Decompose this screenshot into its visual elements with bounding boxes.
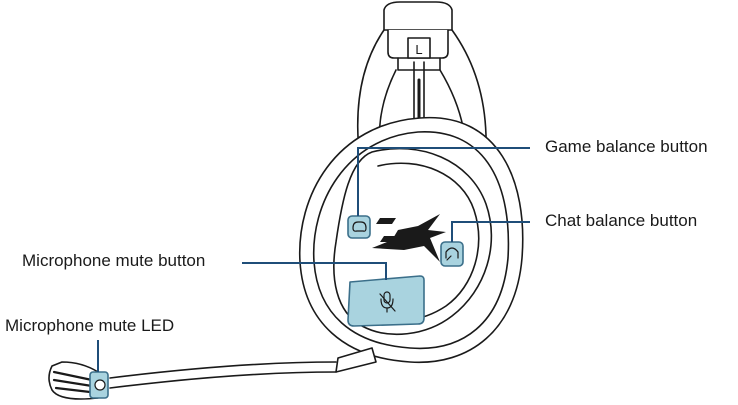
microphone-boom — [109, 347, 377, 389]
leader-mic-mute — [242, 262, 387, 280]
chat-balance-button[interactable] — [440, 241, 464, 267]
headset-chat-icon — [445, 247, 459, 261]
microphone-head — [48, 361, 99, 400]
microphone-mute-icon — [379, 291, 396, 313]
hyperx-logo — [372, 214, 446, 262]
microphone-mute-button-label: Microphone mute button — [22, 251, 206, 270]
headband-side-marker: L — [415, 42, 422, 57]
microphone-mute-led — [89, 371, 109, 399]
chat-balance-button-label: Chat balance button — [545, 211, 698, 230]
leader-game-balance — [357, 147, 530, 216]
microphone-mute-button[interactable] — [347, 275, 425, 327]
leader-chat-balance — [451, 221, 530, 242]
game-balance-button[interactable] — [347, 215, 371, 239]
game-controller-icon — [352, 221, 367, 232]
game-balance-button-label: Game balance button — [545, 137, 708, 156]
microphone-mute-led-label: Microphone mute LED — [5, 316, 175, 335]
leader-lines — [97, 147, 530, 372]
